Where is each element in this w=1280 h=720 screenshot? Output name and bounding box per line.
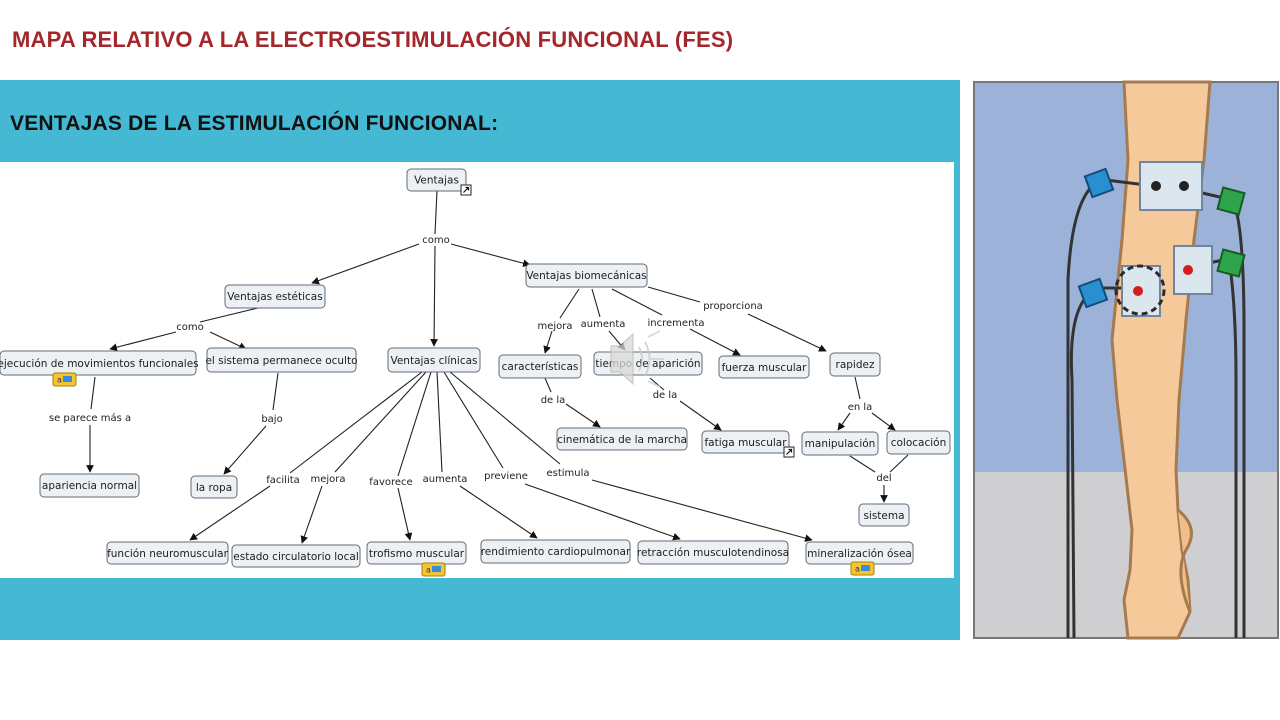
link-estimula: estimula: [546, 468, 589, 479]
resource-badge-icon[interactable]: a: [421, 562, 446, 577]
svg-text:el sistema permanece oculto: el sistema permanece oculto: [205, 355, 357, 367]
link-como: como: [422, 235, 449, 246]
node-funcion-neuromuscular: función neuromuscular: [106, 541, 229, 565]
svg-text:la ropa: la ropa: [196, 482, 232, 494]
concept-map-panel: Ventajas Ventajas estéticas Ventajas bio…: [0, 162, 954, 578]
node-mineralizacion-osea: mineralización ósea: [805, 541, 914, 565]
node-apariencia-normal: apariencia normal: [39, 473, 140, 498]
svg-text:rendimiento cardiopulmonar: rendimiento cardiopulmonar: [481, 546, 631, 558]
svg-text:trofismo muscular: trofismo muscular: [369, 548, 465, 560]
node-ventajas-clinicas: Ventajas clínicas: [387, 347, 481, 373]
link-mejora: mejora: [537, 321, 572, 332]
leg-electrode-illustration: [972, 80, 1280, 640]
svg-text:sistema: sistema: [863, 510, 904, 522]
link-favorece: favorece: [369, 477, 412, 488]
link-de-la: de la: [653, 390, 678, 401]
map-edges: [86, 190, 909, 544]
svg-text:Ventajas clínicas: Ventajas clínicas: [390, 355, 477, 367]
svg-text:a: a: [426, 566, 431, 575]
node-sistema-oculto: el sistema permanece oculto: [205, 347, 358, 373]
svg-text:retracción musculotendinosa: retracción musculotendinosa: [637, 547, 789, 559]
link-en-la: en la: [848, 402, 873, 413]
svg-text:manipulación: manipulación: [805, 438, 876, 450]
node-cinematica-marcha: cinemática de la marcha: [556, 427, 688, 451]
resource-badge-icon[interactable]: a: [850, 561, 875, 576]
link-facilita: facilita: [266, 475, 300, 486]
link-aumenta: aumenta: [423, 474, 468, 485]
svg-text:Ventajas: Ventajas: [414, 175, 459, 187]
link-proporciona: proporciona: [703, 301, 763, 312]
svg-text:colocación: colocación: [891, 437, 947, 449]
node-trofismo-muscular: trofismo muscular: [366, 541, 467, 565]
svg-text:Ventajas estéticas: Ventajas estéticas: [227, 291, 322, 303]
svg-text:función neuromuscular: función neuromuscular: [107, 548, 229, 560]
link-labels: como como se parece más a bajo mejora au…: [49, 235, 892, 488]
section-title: VENTAJAS DE LA ESTIMULACIÓN FUNCIONAL:: [10, 112, 499, 135]
svg-text:cinemática de la marcha: cinemática de la marcha: [557, 434, 687, 446]
node-rendimiento-cardiopulmonar: rendimiento cardiopulmonar: [480, 539, 631, 564]
node-ventajas-esteticas: Ventajas estéticas: [224, 284, 326, 309]
node-estado-circulatorio: estado circulatorio local: [231, 544, 361, 568]
svg-text:Ventajas biomecánicas: Ventajas biomecánicas: [526, 270, 646, 282]
svg-text:a: a: [855, 565, 860, 574]
node-la-ropa: la ropa: [190, 475, 238, 499]
slide-title: MAPA RELATIVO A LA ELECTROESTIMULACIÓN F…: [12, 27, 734, 52]
link-de-la: de la: [541, 395, 566, 406]
link-previene: previene: [484, 471, 528, 482]
svg-text:a: a: [57, 376, 62, 385]
svg-text:ejecución de movimientos funci: ejecución de movimientos funcionales: [0, 358, 199, 370]
svg-text:características: características: [502, 361, 579, 373]
speaker-icon[interactable]: [610, 330, 664, 388]
link-mejora: mejora: [310, 474, 345, 485]
link-como: como: [176, 322, 203, 333]
concept-map: Ventajas Ventajas estéticas Ventajas bio…: [0, 168, 951, 577]
svg-text:fatiga muscular: fatiga muscular: [704, 437, 787, 449]
node-caracteristicas: características: [498, 354, 582, 379]
node-rapidez: rapidez: [829, 352, 881, 377]
node-ventajas-biomecanicas: Ventajas biomecánicas: [525, 263, 648, 288]
svg-text:apariencia normal: apariencia normal: [42, 480, 137, 492]
node-fatiga-muscular: fatiga muscular: [701, 430, 790, 454]
node-retraccion-musculotendinosa: retracción musculotendinosa: [637, 540, 789, 565]
svg-text:estado circulatorio local: estado circulatorio local: [233, 551, 358, 563]
node-fuerza-muscular: fuerza muscular: [718, 355, 810, 379]
node-colocacion: colocación: [886, 430, 951, 455]
svg-text:rapidez: rapidez: [836, 359, 875, 371]
node-ventajas: Ventajas: [406, 168, 467, 192]
link-del: del: [876, 473, 891, 484]
node-sistema: sistema: [858, 503, 910, 527]
expand-arrow-icon[interactable]: [460, 184, 472, 196]
svg-text:mineralización ósea: mineralización ósea: [807, 548, 912, 560]
link-incrementa: incrementa: [648, 318, 705, 329]
node-ejecucion-movimientos: ejecución de movimientos funcionales: [0, 350, 199, 376]
svg-text:fuerza muscular: fuerza muscular: [722, 362, 808, 374]
link-bajo: bajo: [261, 414, 282, 425]
link-aumenta: aumenta: [581, 319, 626, 330]
node-manipulacion: manipulación: [801, 431, 879, 456]
link-se-parece: se parece más a: [49, 412, 131, 424]
resource-badge-icon[interactable]: a: [52, 372, 77, 387]
expand-arrow-icon[interactable]: [783, 446, 795, 458]
